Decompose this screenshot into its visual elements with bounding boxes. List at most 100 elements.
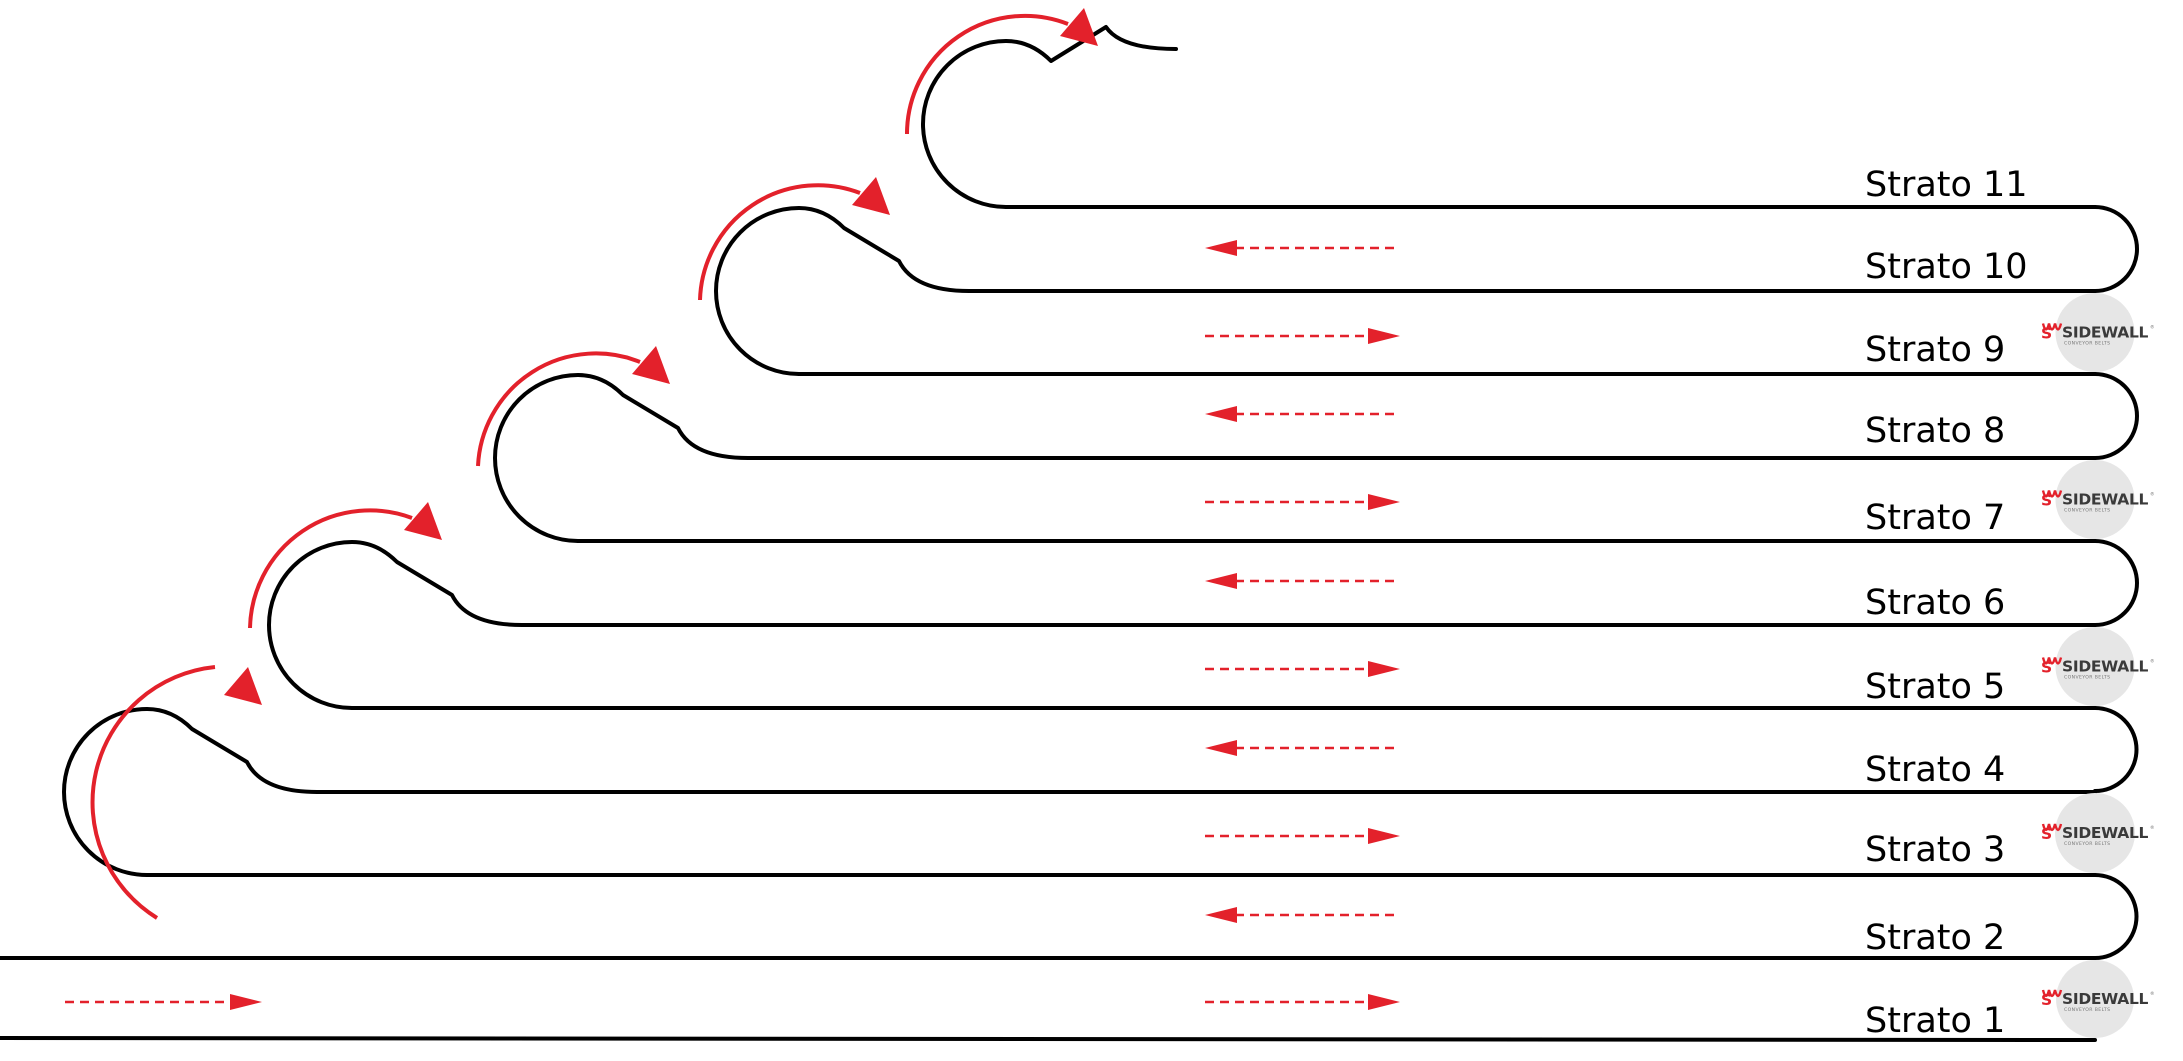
arrow-left-icon: [1205, 406, 1237, 422]
arrow-right-icon: [1368, 661, 1400, 677]
logo-mark: S: [2041, 825, 2052, 843]
flow-arrow: [1205, 406, 1400, 422]
flow-arrow: [1205, 828, 1400, 844]
arrow-left-icon: [1205, 240, 1237, 256]
layer-label: Strato 10: [1865, 247, 2028, 287]
logo-wave-icon: [2041, 657, 2063, 665]
flow-arrow: [1205, 994, 1400, 1010]
flow-arrow: [1205, 907, 1400, 923]
fold-curve: [90, 665, 216, 920]
flow-arrows: [65, 240, 1400, 1010]
arrow-right-icon: [230, 994, 262, 1010]
belt-segment: [0, 1036, 2097, 1042]
logo-mark: S: [2041, 325, 2052, 343]
arrow-right-icon: [1368, 994, 1400, 1010]
logo-wave-icon: [2041, 823, 2063, 832]
curved-arrow-icon: [404, 502, 442, 540]
drum-disc: [2055, 793, 2135, 873]
logo-wave-icon: [2041, 323, 2063, 331]
drum-disc: [2056, 960, 2134, 1038]
logo-registered: ®: [2150, 658, 2155, 665]
logo-tagline: CONVEYOR BELTS: [2064, 508, 2110, 514]
logo-registered: ®: [2150, 824, 2155, 831]
layer-label: Strato 4: [1865, 750, 2005, 790]
belt-segment: [2093, 873, 2139, 960]
fold-curve: [905, 13, 1069, 135]
logo-mark: S: [2041, 492, 2052, 510]
logo-tagline: CONVEYOR BELTS: [2064, 841, 2110, 847]
logo-tagline: CONVEYOR BELTS: [2064, 341, 2110, 347]
sidewall-logo: S SIDEWALL® CONVEYOR BELTS: [2041, 657, 2155, 681]
layer-label: Strato 6: [1865, 583, 2005, 623]
layer-label: Strato 2: [1865, 918, 2005, 958]
logo-name: SIDEWALL: [2062, 324, 2149, 342]
fold-curve: [698, 183, 861, 301]
curved-arrow-icon: [224, 667, 262, 705]
arrow-left-icon: [1205, 740, 1237, 756]
flow-arrow: [1205, 740, 1400, 756]
fold-arrows: [90, 8, 1098, 920]
logo-wave-icon: [2041, 490, 2063, 498]
belt-segment: [2093, 205, 2139, 293]
fold-arrow: [476, 346, 670, 467]
arrow-right-icon: [1368, 828, 1400, 844]
logo-registered: ®: [2150, 990, 2155, 997]
layer-label: Strato 5: [1865, 667, 2005, 707]
drum: S SIDEWALL® CONVEYOR BELTS: [2041, 293, 2155, 372]
layer-labels: Strato 1 Strato 2 Strato 3 Strato 4 Strato 5…: [1865, 165, 2028, 1041]
logo-registered: ®: [2150, 324, 2155, 331]
logo-name: SIDEWALL: [2062, 491, 2149, 509]
arrow-right-icon: [1368, 328, 1400, 344]
logo-mark: S: [2041, 659, 2052, 677]
belt-segment: [62, 707, 2097, 877]
flow-arrow: [1205, 240, 1400, 256]
curved-arrow-icon: [632, 346, 670, 384]
curved-arrow-icon: [1060, 8, 1098, 46]
layer-label: Strato 7: [1865, 498, 2005, 538]
logo-mark: S: [2041, 991, 2052, 1009]
belt-segment: [921, 25, 1178, 209]
sidewall-logo: S SIDEWALL® CONVEYOR BELTS: [2041, 323, 2155, 347]
fold-arrow: [698, 177, 890, 301]
drum-disc: [2055, 627, 2135, 706]
drum: S SIDEWALL® CONVEYOR BELTS: [2041, 960, 2155, 1038]
logo-name: SIDEWALL: [2062, 990, 2149, 1008]
belt-segment: [2093, 539, 2139, 627]
drum-disc: [2055, 460, 2135, 539]
fold-arrow: [248, 502, 442, 629]
belt-segment: [714, 206, 2097, 376]
belt-paths: [0, 25, 2139, 1042]
logo-name: SIDEWALL: [2062, 824, 2149, 842]
sidewall-logo: S SIDEWALL® CONVEYOR BELTS: [2041, 989, 2155, 1013]
layer-label: Strato 11: [1865, 165, 2028, 205]
drum-disc: [2055, 293, 2135, 372]
logo-wave-icon: [2041, 989, 2063, 998]
drum: S SIDEWALL® CONVEYOR BELTS: [2041, 793, 2155, 873]
flow-arrow: [1205, 328, 1400, 344]
fold-curve: [476, 351, 641, 467]
flow-arrow: [65, 994, 262, 1010]
layer-label: Strato 8: [1865, 411, 2005, 451]
arrow-right-icon: [1368, 494, 1400, 510]
arrow-left-icon: [1205, 907, 1237, 923]
layer-label: Strato 1: [1865, 1001, 2005, 1041]
drum: S SIDEWALL® CONVEYOR BELTS: [2041, 627, 2155, 706]
flow-arrow: [1205, 661, 1400, 677]
logo-tagline: CONVEYOR BELTS: [2064, 1007, 2110, 1013]
fold-curve: [248, 508, 413, 629]
belt-segment: [493, 373, 2097, 543]
sidewall-logo: S SIDEWALL® CONVEYOR BELTS: [2041, 823, 2155, 847]
flow-arrow: [1205, 573, 1400, 589]
logo-tagline: CONVEYOR BELTS: [2064, 675, 2110, 681]
belt-segment: [2093, 372, 2139, 460]
logo-name: SIDEWALL: [2062, 658, 2149, 676]
flow-arrow: [1205, 494, 1400, 510]
layer-label: Strato 3: [1865, 830, 2005, 870]
fold-arrow: [905, 8, 1098, 135]
fold-arrow: [90, 665, 262, 920]
curved-arrow-icon: [852, 177, 890, 215]
